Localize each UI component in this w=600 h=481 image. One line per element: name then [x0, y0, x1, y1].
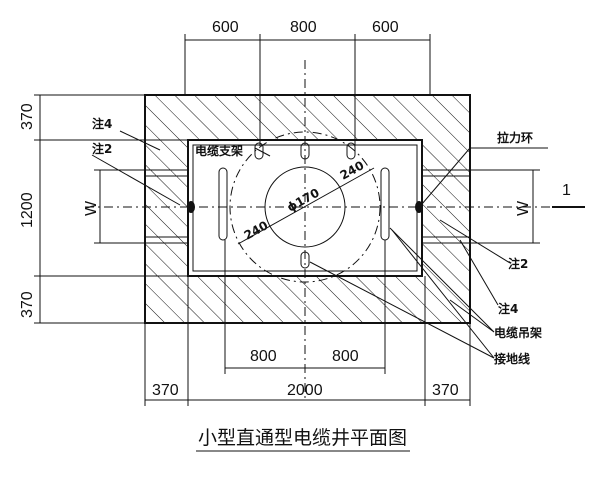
label-ground-wire: 接地线	[494, 351, 530, 366]
label-note2-right: 注2	[508, 256, 528, 271]
section-mark: 1	[562, 182, 571, 199]
dim-diam-170: ϕ170	[285, 186, 322, 215]
left-w-label: W	[83, 200, 100, 216]
label-note4-left: 注4	[92, 116, 112, 131]
top-dim-3: 600	[372, 19, 399, 36]
left-dim-1: 370	[19, 103, 36, 130]
drawing-title: 小型直通型电缆井平面图	[198, 427, 407, 449]
well-cover-circle	[264, 166, 346, 248]
bottom-dim-3: 370	[432, 382, 459, 399]
dim-240-left: 240	[242, 218, 271, 242]
left-dim-3: 370	[19, 291, 36, 318]
label-note2-left: 注2	[92, 141, 112, 156]
bottom-inner-dim-1: 800	[250, 348, 277, 365]
cable-bracket-right	[380, 167, 390, 241]
top-dim-1: 600	[212, 19, 239, 36]
cable-bracket-left	[218, 167, 228, 241]
bottom-inner-dim-2: 800	[332, 348, 359, 365]
label-note4-right: 注4	[498, 301, 518, 316]
left-dim-2: 1200	[19, 192, 36, 228]
dashed-circle	[229, 131, 381, 283]
pull-ring-left	[187, 201, 195, 213]
dim-240-right: 240	[338, 158, 367, 182]
bottom-dim-2: 2000	[287, 382, 323, 399]
label-cable-bracket: 电缆支架	[195, 143, 243, 158]
bottom-dim-1: 370	[152, 382, 179, 399]
right-w-label: W	[515, 200, 532, 216]
pull-ring-right	[415, 201, 423, 213]
label-pull-ring: 拉力环	[497, 130, 533, 145]
label-cable-hanger: 电缆吊架	[494, 325, 542, 340]
top-dim-2: 800	[290, 19, 317, 36]
